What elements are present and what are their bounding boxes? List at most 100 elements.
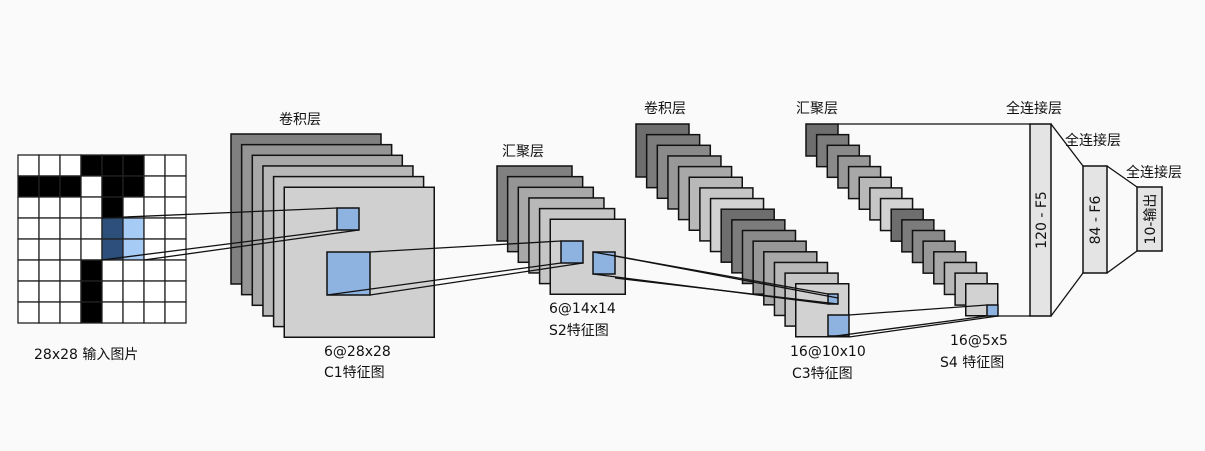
s4-label-name: S4 特征图 [940,355,1004,371]
c1-feature-maps [230,133,435,338]
c1-pooling-window [326,251,371,296]
input-pixel [143,238,166,261]
input-pixel [164,280,187,303]
f6-to-output-bottom-line [1106,250,1138,274]
input-pixel [17,175,40,198]
input-pixel [59,175,82,198]
input-pixel [17,238,40,261]
c1-title: 卷积层 [279,112,321,128]
s4-pooled-output [986,304,999,317]
c1-to-s2-line [369,240,562,253]
input-pixel [59,196,82,219]
input-pixel [101,280,124,303]
input-pixel [17,301,40,324]
input-pixel [80,154,103,177]
c3-pooling-window [827,314,850,337]
s2-feature-maps [496,165,626,295]
input-pixel [164,301,187,324]
input-to-c1-line [143,229,360,261]
input-pixel [101,175,124,198]
input-pixel [59,217,82,240]
output-text: 10-输出 [1143,194,1159,245]
c1-label-name: C1特征图 [324,365,385,381]
input-pixel [143,301,166,324]
input-pixel [17,259,40,282]
c3-to-s4-line [827,315,988,338]
input-pixel [143,259,166,282]
c1-receptive-output [336,207,360,231]
input-pixel [38,154,61,177]
output-title: 全连接层 [1126,164,1182,181]
input-pixel [17,196,40,219]
f6-title: 全连接层 [1065,132,1121,149]
s4-label-dims: 16@5x5 [950,333,1008,349]
input-pixel [38,259,61,282]
s2-conv-window [592,251,616,275]
s2-pooled-output [560,240,584,264]
input-pixel [38,301,61,324]
input-pixel [122,154,145,177]
c1-to-s2-line [326,262,562,296]
input-pixel [80,238,103,261]
f5-layer-box [1029,123,1052,317]
input-pixel [101,301,124,324]
f6-layer-box [1082,165,1108,274]
c3-label-dims: 16@10x10 [790,344,866,360]
input-pixel [122,196,145,219]
c1-to-s2-line [369,262,584,296]
input-pixel [80,217,103,240]
f6-to-output-top-line [1106,165,1138,188]
input-image-grid [17,154,187,324]
input-pixel [17,154,40,177]
input-pixel [143,175,166,198]
input-pixel [59,259,82,282]
input-pixel [80,280,103,303]
input-pixel [59,154,82,177]
f5-to-f6-top-line [1050,123,1084,167]
s2-title: 汇聚层 [502,144,544,160]
s4-feature-map [965,283,999,317]
input-pixel [17,280,40,303]
c3-label-name: C3特征图 [792,366,853,382]
f6-text: 84 - F6 [1088,196,1104,245]
s2-to-c3-line [614,255,839,299]
input-pixel [38,196,61,219]
f5-title: 全连接层 [1006,100,1062,117]
f5-text: 120 - F5 [1034,191,1050,249]
fully-connected-layers [838,123,1163,317]
input-pixel [38,280,61,303]
input-pixel [59,238,82,261]
input-pixel [80,259,103,282]
input-pixel [38,238,61,261]
input-pixel [101,238,124,261]
s2-label-name: S2特征图 [549,323,609,339]
input-pixel [101,259,124,282]
input-pixel [80,196,103,219]
input-pixel [17,217,40,240]
input-pixel [38,217,61,240]
input-pixel [164,175,187,198]
input-pixel [164,154,187,177]
c3-to-s4-line [848,304,988,316]
f5-to-f6-bottom-line [1050,272,1084,317]
input-pixel [143,217,166,240]
output-layer-box [1136,186,1163,252]
input-pixel [122,301,145,324]
input-pixel [122,175,145,198]
input-pixel [122,217,145,240]
input-pixel [122,280,145,303]
input-to-c1-line [101,229,338,261]
c1-label-dims: 6@28x28 [324,344,391,360]
input-pixel [80,175,103,198]
input-label: 28x28 输入图片 [34,347,138,363]
input-pixel [164,217,187,240]
c3-to-s4-line [848,315,999,338]
input-pixel [101,217,124,240]
input-pixel [80,301,103,324]
s4-feature-maps [805,123,999,317]
input-pixel [59,301,82,324]
input-pixel [143,154,166,177]
input-to-c1-line [101,207,338,219]
s2-to-c3-line [614,277,839,305]
